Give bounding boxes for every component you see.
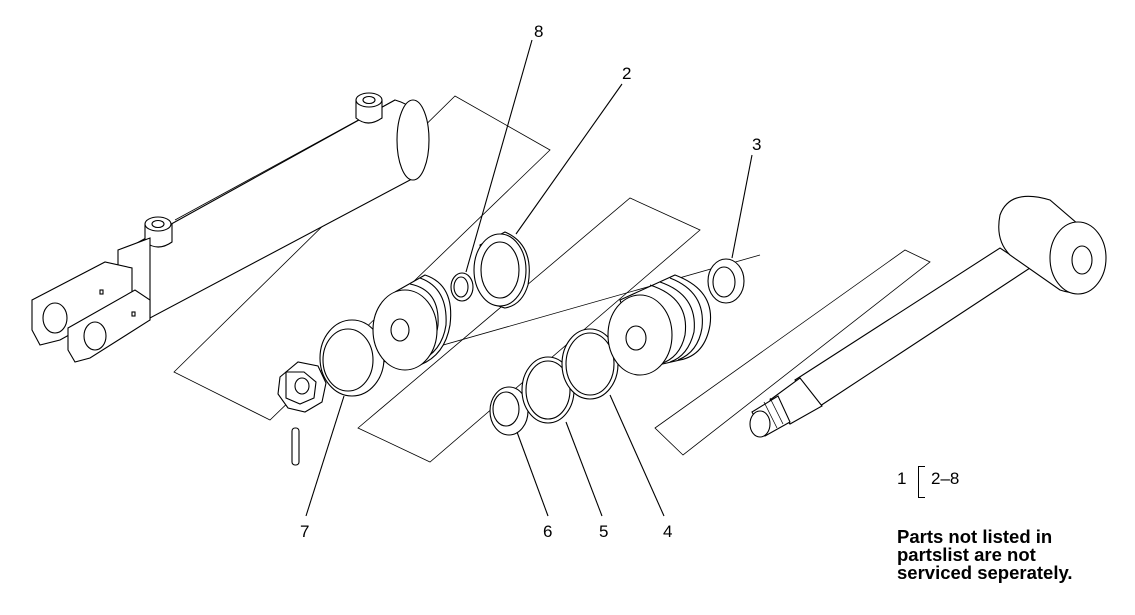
rod-plane xyxy=(654,249,931,456)
part-6-ring xyxy=(489,386,529,436)
head-gland xyxy=(372,274,452,371)
piston-rod xyxy=(654,195,1107,456)
kit-item-range: 2–8 xyxy=(931,469,960,488)
piston xyxy=(607,274,712,376)
service-note: Parts not listed in partslist are not se… xyxy=(897,526,1073,583)
kit-item-number: 1 xyxy=(897,469,907,488)
lower-port xyxy=(144,216,173,248)
callout-2: 2 xyxy=(622,64,631,83)
callout-7: 7 xyxy=(300,522,309,541)
callout-3: 3 xyxy=(752,135,761,154)
clevis-hole-lower xyxy=(83,321,107,351)
part-7-wiper xyxy=(319,319,385,397)
part-2-seal xyxy=(473,231,530,309)
part-3-ring xyxy=(707,258,745,304)
kit-bracket xyxy=(918,466,925,498)
cylinder-barrel xyxy=(31,92,551,421)
upper-port xyxy=(355,92,383,124)
clevis-hole-upper xyxy=(42,302,68,334)
callout-6: 6 xyxy=(543,522,552,541)
castle-nut xyxy=(277,361,327,413)
barrel-end-cap xyxy=(396,99,430,181)
cotter-pin xyxy=(291,427,300,466)
part-4-ring xyxy=(561,328,619,400)
center-plane xyxy=(357,197,701,463)
callout-4: 4 xyxy=(663,522,672,541)
callout-5: 5 xyxy=(599,522,608,541)
leader-lines xyxy=(305,39,753,517)
kit-reference: 1 2–8 xyxy=(893,466,983,498)
callout-8: 8 xyxy=(534,22,543,41)
barrel-body xyxy=(127,99,429,319)
part-8-backup-ring xyxy=(450,272,474,302)
part-5-ring xyxy=(521,356,575,424)
